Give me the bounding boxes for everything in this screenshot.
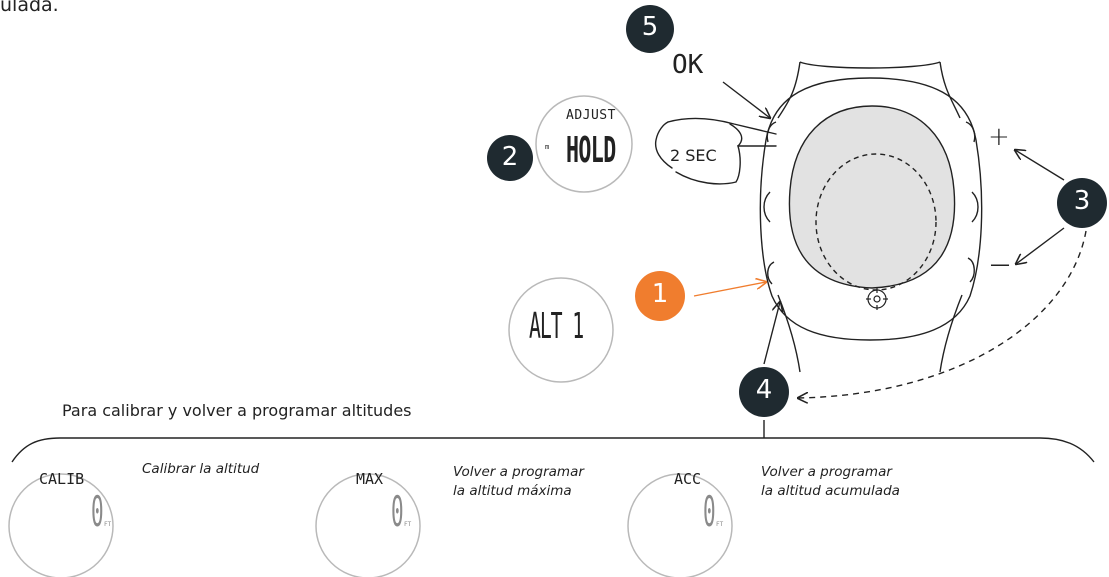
step-1-number: 1 xyxy=(651,279,669,309)
step-5-badge xyxy=(626,5,674,53)
max-display-circle xyxy=(315,473,421,577)
watch-side-button-left-top xyxy=(766,121,777,143)
section-title: Para calibrar y volver a programar altit… xyxy=(62,401,412,420)
acc-note-line-1: Volver a programar xyxy=(761,464,892,480)
watch xyxy=(759,61,983,373)
step-2-number: 2 xyxy=(501,142,519,172)
max-display-label: MAX xyxy=(356,470,384,488)
max-note-line-1: Volver a programar xyxy=(453,464,584,480)
hand-pointer-icon xyxy=(654,117,777,185)
press-duration-label: 2 SEC xyxy=(670,146,717,165)
acc-note-line-2: la altitud acumulada xyxy=(761,483,900,499)
step-5-number: 5 xyxy=(641,12,659,42)
calib-display-circle xyxy=(8,473,114,577)
ok-label: OK xyxy=(672,50,704,80)
watch-face xyxy=(788,105,956,289)
watch-side-button-right-top xyxy=(965,121,976,143)
watch-side-button-right-bottom xyxy=(967,257,975,283)
arrows xyxy=(693,81,1087,398)
watch-case xyxy=(759,77,983,341)
max-note-line-2: la altitud máxima xyxy=(453,483,572,499)
watch-side-button-left-mid xyxy=(763,191,771,223)
plus-arrow xyxy=(1015,150,1065,181)
acc-display-label: ACC xyxy=(674,470,702,488)
step-3-number: 3 xyxy=(1073,186,1091,216)
calib-display-value: 0 xyxy=(91,487,104,536)
minus-arrow xyxy=(1016,227,1065,264)
adjust-display-main: HOLD xyxy=(566,130,616,171)
watch-strap-right xyxy=(939,61,963,373)
cut-off-text: ulada. xyxy=(0,0,59,16)
adjust-display-top: ADJUST xyxy=(566,108,616,123)
step-1-arrow xyxy=(693,282,766,297)
acc-display-unit: FT xyxy=(716,521,724,528)
step-2-badge xyxy=(487,135,533,181)
step-4-number: 4 xyxy=(755,375,773,405)
step-3-badge xyxy=(1057,178,1107,228)
acc-display-value: 0 xyxy=(703,487,716,536)
alt-display-circle xyxy=(508,277,614,383)
calib-note-line-1: Calibrar la altitud xyxy=(142,461,260,477)
adjust-display-side: m xyxy=(545,143,550,151)
minus-label: — xyxy=(990,252,1010,276)
watch-side-button-right-mid xyxy=(971,191,979,223)
alt-display-main: ALT 1 xyxy=(529,306,584,347)
ok-arrow xyxy=(722,81,770,118)
adjust-display-circle xyxy=(535,95,633,193)
step-1-badge xyxy=(635,271,685,321)
watch-strap-top xyxy=(799,61,941,69)
acc-display-circle xyxy=(627,473,733,577)
plus-label: + xyxy=(988,122,1010,152)
max-display-value: 0 xyxy=(391,487,404,536)
loop-arrow xyxy=(798,230,1087,398)
step-4-badge xyxy=(739,367,789,417)
section-bracket xyxy=(11,420,1095,463)
watch-side-button-left-bottom xyxy=(767,261,775,285)
calib-display-label: CALIB xyxy=(39,470,85,488)
step-4-arrow xyxy=(763,302,780,365)
calib-display-unit: FT xyxy=(104,521,112,528)
compass-icon xyxy=(866,288,888,310)
max-display-unit: FT xyxy=(404,521,412,528)
